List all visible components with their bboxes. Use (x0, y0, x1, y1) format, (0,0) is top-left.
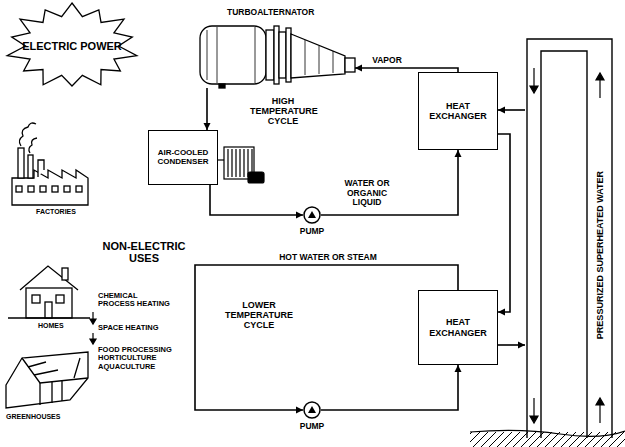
flow-line (498, 344, 525, 346)
flow-line (321, 365, 458, 410)
turboalternator: TURBOALTERNATOR (195, 6, 355, 88)
flow-line (210, 185, 303, 215)
heat-exchanger: HEAT EXCHANGER (418, 72, 498, 150)
icon-label: GREENHOUSES (6, 413, 86, 421)
pump-outline (303, 401, 321, 419)
node-text: PRESSURIZED SUPERHEATED WATER (595, 171, 605, 339)
icon-label: HOMES (38, 322, 88, 330)
section-heading: NON-ELECTRIC USES (96, 240, 192, 265)
use-item: SPACE HEATING (98, 324, 178, 332)
flow-line (206, 88, 208, 130)
cooling-fan (216, 147, 264, 183)
cycle-label: HIGH TEMPERATURE CYCLE (250, 96, 316, 126)
edge-label: VAPOR (362, 56, 412, 66)
pump-outline (303, 206, 321, 224)
node-text: AIR-COOLED CONDENSER (153, 149, 213, 167)
homes-icon (8, 266, 90, 318)
condenser-box: AIR-COOLED CONDENSER (148, 130, 218, 185)
cycle-label: LOWER TEMPERATURE CYCLE (222, 300, 296, 330)
heat-exchanger: HEAT EXCHANGER (418, 290, 498, 365)
power-burst: ELECTRIC POWER (2, 2, 142, 90)
pump: PUMP (303, 206, 321, 224)
pump: PUMP (303, 401, 321, 419)
node-text: TURBOALTERNATOR (227, 6, 355, 18)
flow-line (498, 109, 525, 111)
icon-label: FACTORIES (36, 208, 96, 216)
node-text: PUMP (289, 227, 335, 237)
factories-icon (12, 123, 88, 205)
node-text: HEAT EXCHANGER (423, 317, 493, 337)
node-text: HEAT EXCHANGER (423, 101, 493, 121)
flow-line (321, 150, 458, 215)
node-text: ELECTRIC POWER (22, 40, 122, 52)
flow-arrows (90, 312, 96, 344)
use-item: FOOD PROCESSING HORTICULTURE AQUACULTURE (98, 346, 178, 371)
edge-label: WATER OR ORGANIC LIQUID (330, 179, 404, 208)
ground (470, 430, 625, 447)
greenhouses-icon (6, 352, 88, 408)
edge-label: HOT WATER OR STEAM (268, 253, 388, 263)
node-text: PUMP (289, 422, 335, 432)
turboalternator-outline (195, 6, 355, 88)
flow-line (498, 134, 510, 312)
well-pipe: PRESSURIZED SUPERHEATED WATER (525, 38, 613, 438)
use-item: CHEMICAL PROCESS HEATING (98, 292, 170, 309)
